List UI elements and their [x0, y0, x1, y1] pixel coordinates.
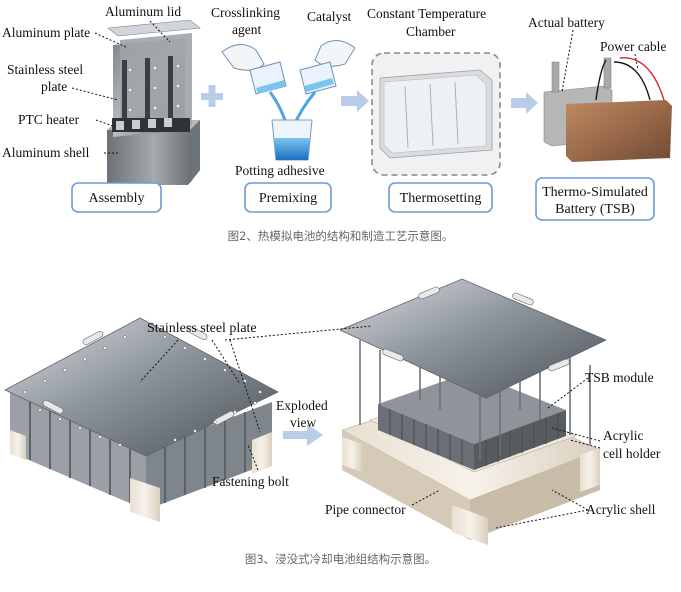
battery-illustration [543, 57, 672, 162]
figure3-caption: 图3、浸没式冷却电池组结构示意图。 [245, 552, 436, 566]
label-aluminum-plate: Aluminum plate [2, 25, 90, 40]
flow-arrow-2 [511, 92, 538, 114]
label-ptc-heater: PTC heater [18, 112, 80, 127]
label-acrylic-cell-holder-2: cell holder [603, 446, 661, 461]
assembly-leader-lines [71, 20, 171, 154]
label-fastening-bolt: Fastening bolt [212, 474, 289, 489]
label-acrylic-shell: Acrylic shell [586, 502, 656, 517]
label-acrylic-cell-holder-1: Acrylic [603, 428, 643, 443]
label-exploded-view-1: Exploded [276, 398, 328, 413]
step-premixing-label: Premixing [259, 191, 317, 206]
label-chamber-2: Chamber [406, 24, 456, 39]
label-stainless-steel-plate-1: Stainless steel [7, 62, 83, 77]
figure3-leader-lines [139, 325, 601, 529]
label-catalyst: Catalyst [307, 9, 351, 24]
label-crosslinking-agent-2: agent [232, 22, 261, 37]
step-box-assembly: Assembly [71, 182, 162, 213]
step-box-premixing: Premixing [244, 182, 332, 213]
step-thermosetting-label: Thermosetting [400, 191, 482, 206]
assembly-illustration [107, 19, 201, 185]
figure2-caption: 图2、热模拟电池的结构和制造工艺示意图。 [228, 229, 454, 243]
label-crosslinking-agent-1: Crosslinking [211, 5, 280, 20]
premixing-illustration [221, 40, 356, 161]
label-pipe-connector: Pipe connector [325, 502, 406, 517]
battery-leader-lines [561, 29, 639, 93]
label-aluminum-lid: Aluminum lid [105, 4, 181, 19]
label-potting-adhesive: Potting adhesive [235, 163, 325, 178]
step-tsb-label-1: Thermo-Simulated [542, 185, 648, 200]
label-stainless-steel-plate-2: plate [41, 79, 67, 94]
assembled-pack-illustration [4, 317, 279, 522]
label-tsb-module: TSB module [585, 370, 654, 385]
label-stainless-steel-plate-fig3: Stainless steel plate [147, 321, 257, 336]
label-actual-battery: Actual battery [528, 15, 605, 30]
step-assembly-label: Assembly [89, 191, 145, 206]
exploded-view-arrow [283, 424, 323, 446]
label-exploded-view-2: view [290, 415, 316, 430]
chamber-illustration [371, 52, 501, 176]
flow-arrow-1 [341, 90, 369, 112]
step-tsb-label-2: Battery (TSB) [555, 202, 635, 217]
step-box-thermosetting: Thermosetting [388, 182, 493, 213]
label-power-cable: Power cable [600, 39, 666, 54]
exploded-pack-illustration [339, 278, 607, 545]
label-chamber-1: Constant Temperature [367, 6, 486, 21]
label-aluminum-shell: Aluminum shell [2, 145, 90, 160]
step-box-tsb: Thermo-Simulated Battery (TSB) [535, 177, 655, 221]
plus-icon [201, 85, 223, 107]
